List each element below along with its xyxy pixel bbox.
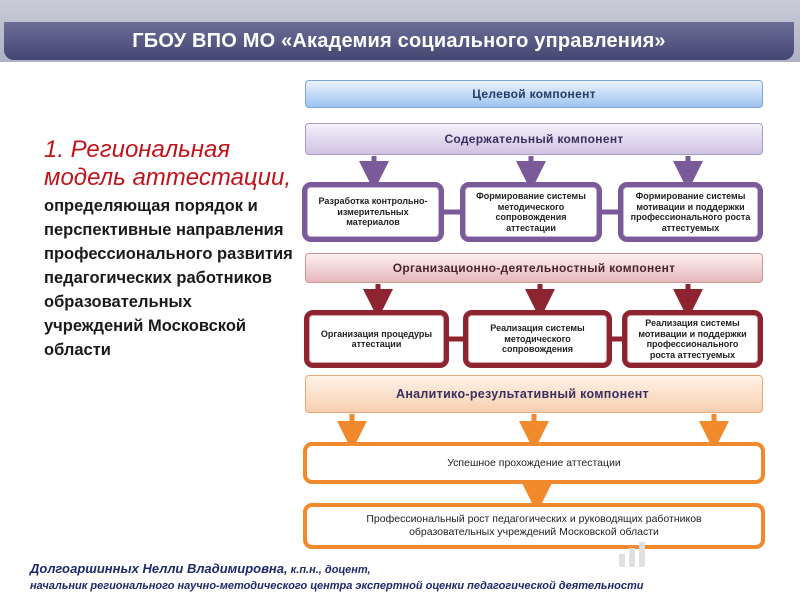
target-component-bar: Целевой компонент bbox=[305, 80, 763, 108]
model-description-block: 1. Региональная модель аттестации, опред… bbox=[44, 136, 294, 362]
chart-watermark-icon bbox=[619, 542, 645, 567]
author-name: Долгоаршинных Нелли Владимировна, bbox=[30, 561, 288, 576]
org-component-bar: Организационно-деятельностный компонент bbox=[305, 253, 763, 283]
page-title: ГБОУ ВПО МО «Академия социального управл… bbox=[132, 29, 666, 52]
author-role: начальник регионального научно-методичес… bbox=[30, 580, 644, 592]
analytic-component-bar: Аналитико-результативный компонент bbox=[305, 375, 763, 413]
model-description: определяющая порядок и перспективные нап… bbox=[44, 197, 293, 359]
content-component-bar: Содержательный компонент bbox=[305, 123, 763, 155]
content-box-1: Разработка контрольно-измерительных мате… bbox=[302, 182, 444, 242]
content-box-2: Формирование системы методического сопро… bbox=[460, 182, 602, 242]
model-title: 1. Региональная модель аттестации, bbox=[44, 136, 292, 191]
result-successful-attestation: Успешное прохождение аттестации bbox=[303, 442, 765, 484]
header-band: ГБОУ ВПО МО «Академия социального управл… bbox=[4, 22, 794, 60]
header-background: ГБОУ ВПО МО «Академия социального управл… bbox=[0, 0, 800, 62]
result-professional-growth: Профессиональный рост педагогических и р… bbox=[303, 503, 765, 549]
org-box-3: Реализация системы мотивации и поддержки… bbox=[622, 310, 763, 368]
content-box-3: Формирование системы мотивации и поддерж… bbox=[618, 182, 763, 242]
org-box-2: Реализация системы методического сопрово… bbox=[463, 310, 612, 368]
org-box-1: Организация процедуры аттестации bbox=[304, 310, 449, 368]
author-degree: к.п.н., доцент, bbox=[287, 564, 371, 576]
author-line: Долгоаршинных Нелли Владимировна, к.п.н.… bbox=[30, 561, 371, 576]
